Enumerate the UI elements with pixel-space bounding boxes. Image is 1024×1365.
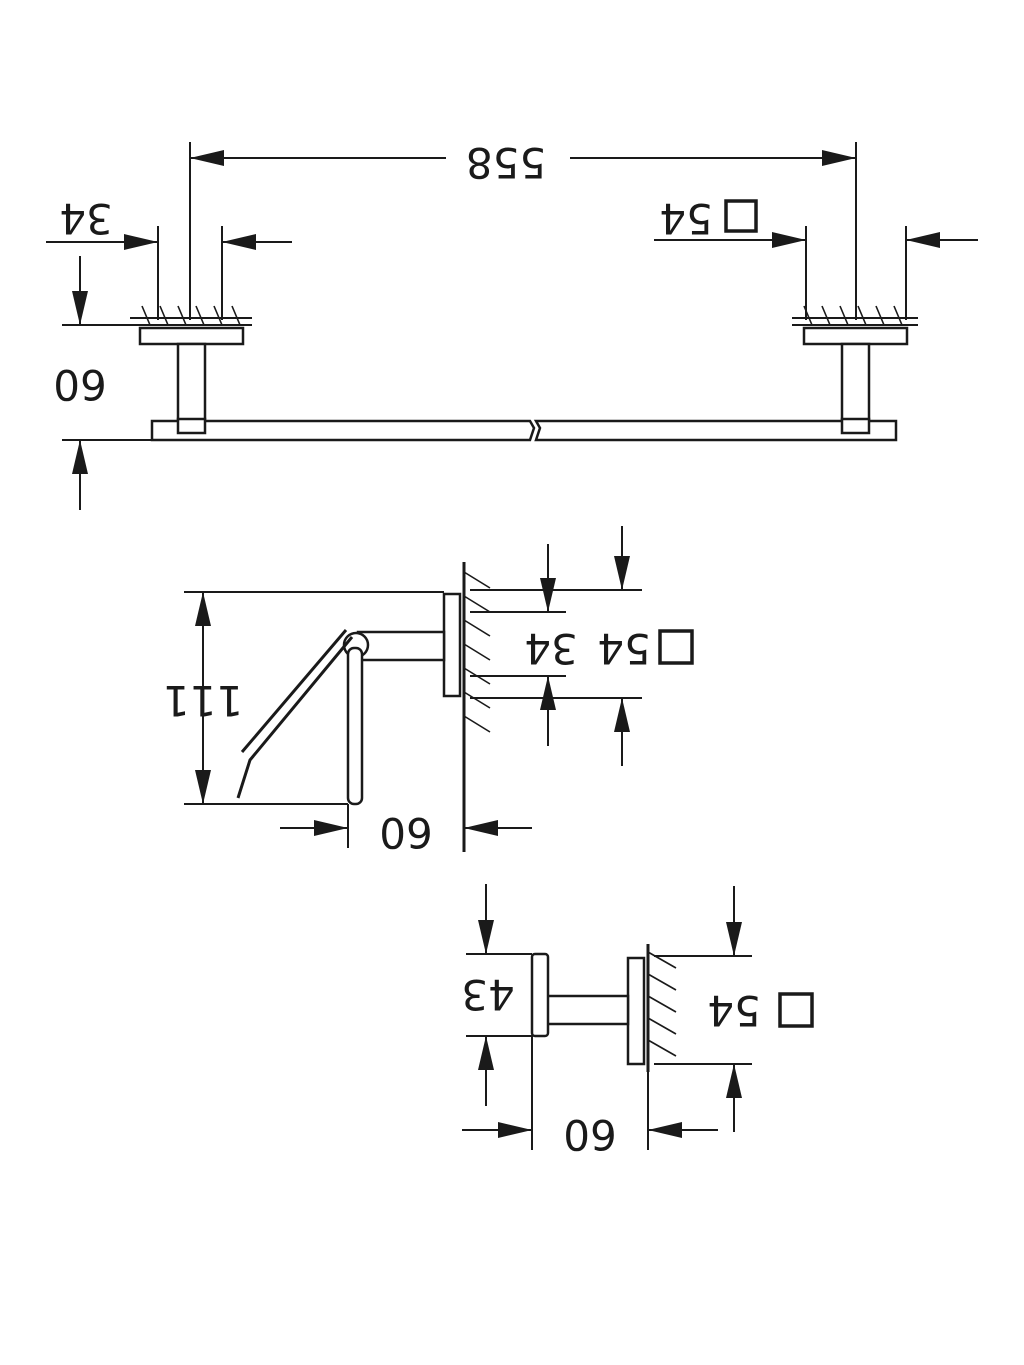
holder-projection-label: 60: [379, 808, 432, 857]
dim-hook-head: 43: [461, 884, 532, 1106]
dim-length: 558: [189, 138, 857, 320]
holder-cover: [236, 636, 354, 799]
dim-holder-height: 111: [163, 591, 444, 805]
flange-right: [802, 326, 909, 346]
wall-hatch-hook: [647, 951, 677, 1057]
wall-hatch-holder: [463, 571, 491, 733]
hook-flange-label: 54: [707, 986, 760, 1035]
length-label: 558: [466, 138, 546, 187]
hook-view: 43 54 60: [461, 884, 814, 1159]
hook-arm: [542, 994, 630, 1026]
towel-bar-view: 558 34 54: [46, 138, 978, 510]
square-symbol: [724, 199, 758, 233]
square-symbol-hook: [778, 992, 814, 1028]
hook-head: [530, 952, 550, 1038]
hook-flange: [626, 956, 646, 1066]
flange-right-label: 54: [659, 194, 712, 243]
towel-bar: [150, 419, 536, 442]
hook-projection-label: 60: [563, 1110, 616, 1159]
dim-holder-flanges: 34 54: [470, 526, 694, 766]
square-symbol-holder: [658, 629, 694, 665]
dim-hook-projection: 60: [462, 1036, 718, 1159]
holder-arm: [356, 630, 446, 662]
holder-rod: [346, 646, 364, 806]
holder-flange: [442, 592, 462, 698]
holder-flange-outer-label: 54: [597, 624, 650, 673]
projection-label: 60: [53, 360, 106, 409]
hook-head-label: 43: [461, 970, 514, 1019]
flange-left: [138, 326, 245, 346]
paper-holder-view: 111 34 54 60: [163, 526, 694, 857]
flange-left-label: 34: [59, 194, 112, 243]
dim-projection: 60: [53, 256, 152, 510]
dim-hook-flange: 54: [654, 886, 814, 1132]
dim-flange-left: 34: [46, 194, 292, 320]
holder-height-label: 111: [163, 676, 243, 725]
dim-flange-right: 54: [654, 194, 978, 320]
dim-holder-projection: 60: [280, 804, 532, 857]
holder-flange-inner-label: 34: [524, 624, 577, 673]
